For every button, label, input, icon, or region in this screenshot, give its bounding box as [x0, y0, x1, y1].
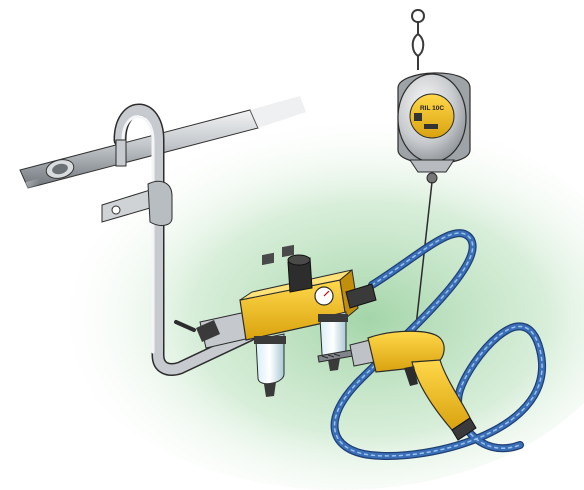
balancer-label: RIL 10C — [420, 105, 444, 112]
balancer-hook — [412, 10, 424, 70]
